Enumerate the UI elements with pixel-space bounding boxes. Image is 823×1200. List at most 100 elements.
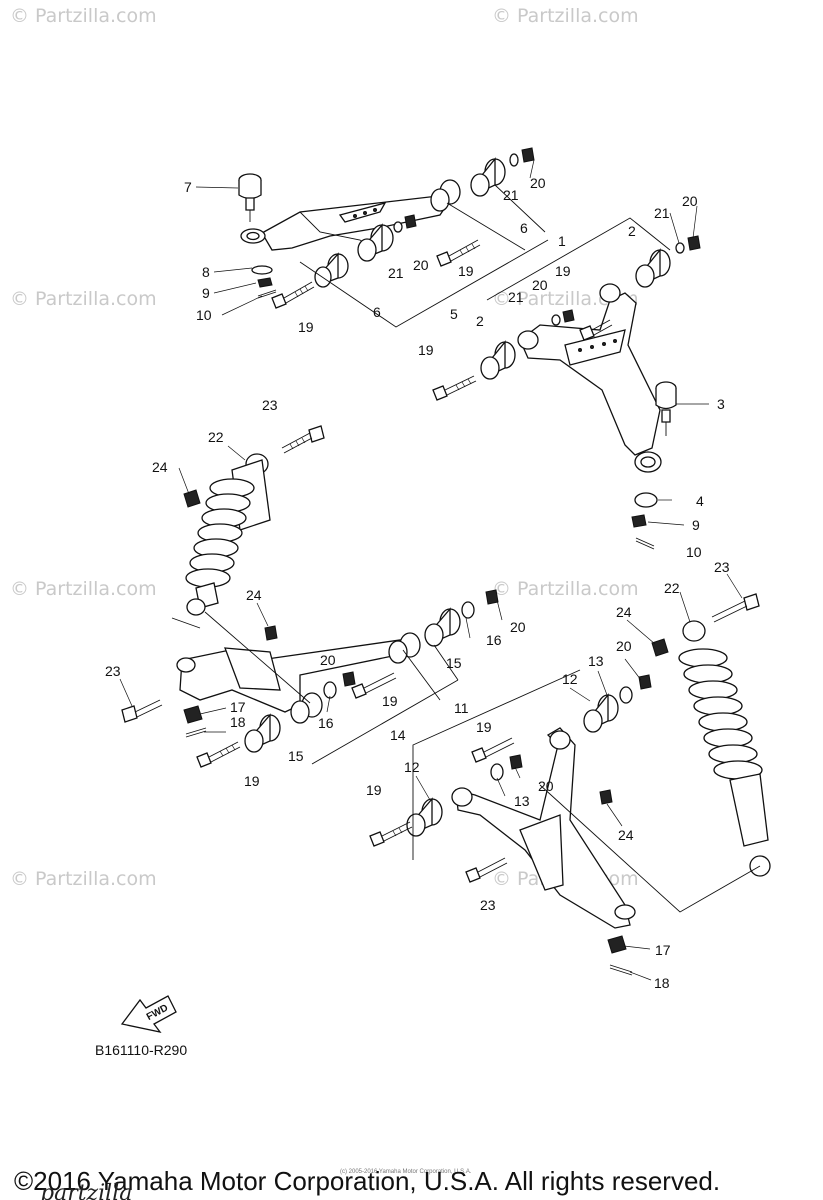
callout-20: 20 [532, 277, 548, 293]
washer [251, 265, 273, 275]
lower-arm-bracket [224, 647, 281, 691]
upper-arm-plate [564, 329, 626, 366]
arm-pivot [451, 787, 473, 807]
callout-8: 8 [202, 264, 210, 280]
watermark: © Partzilla.com [10, 868, 157, 890]
bolt [351, 672, 397, 699]
bolt [281, 425, 325, 454]
upper-left-arm-assembly [238, 147, 549, 328]
callout-6: 6 [373, 304, 381, 320]
callout-9: 9 [692, 517, 700, 533]
right-shock-absorber [651, 593, 771, 877]
upper-arm-body [261, 195, 449, 251]
bushing [430, 179, 461, 212]
bushing [244, 713, 281, 753]
arm-pivot [549, 730, 571, 750]
bushing [470, 157, 506, 197]
group-bracket [412, 669, 761, 913]
lower-arm-plate [519, 814, 564, 891]
shock-spring [678, 648, 763, 780]
callout-16: 16 [318, 715, 334, 731]
callout-20: 20 [320, 652, 336, 668]
callout-22: 22 [664, 580, 680, 596]
bolt [369, 821, 413, 847]
group-bracket [311, 644, 459, 765]
bolt [271, 281, 315, 309]
bushing [388, 632, 421, 664]
watermark: © Partzilla.com [492, 5, 639, 27]
washer [551, 314, 561, 326]
upper-arm-plate [338, 201, 387, 223]
callout-22: 22 [208, 429, 224, 445]
callout-20: 20 [616, 638, 632, 654]
castle-nut [183, 705, 203, 724]
callout-24: 24 [152, 459, 168, 475]
fine-print: (c) 2005-2016 Yamaha Motor Corporation, … [340, 1169, 472, 1175]
lower-arm-body [179, 639, 414, 713]
bushing [314, 252, 349, 288]
callout-10: 10 [196, 307, 212, 323]
callout-15: 15 [288, 748, 304, 764]
bolt [436, 239, 481, 267]
washer [490, 763, 504, 781]
cotter-pin [609, 964, 633, 976]
callout-19: 19 [382, 693, 398, 709]
callout-12: 12 [404, 759, 420, 775]
upper-right-arm-assembly [432, 217, 701, 550]
nut [404, 214, 417, 229]
callout-18: 18 [230, 714, 246, 730]
callout-11: 11 [454, 700, 469, 716]
callout-2: 2 [476, 313, 484, 329]
callout-24: 24 [616, 604, 632, 620]
bushing [480, 340, 516, 380]
bolt [579, 319, 613, 341]
callout-19: 19 [555, 263, 571, 279]
washer [509, 153, 519, 167]
bolt [432, 375, 477, 401]
shock-top-eye [682, 620, 706, 642]
nut [342, 671, 356, 687]
callout-17: 17 [655, 942, 671, 958]
callout-23: 23 [480, 897, 496, 913]
washer [393, 221, 403, 233]
shock-spring [185, 478, 255, 588]
arm-pivot [599, 283, 621, 303]
callout-3: 3 [717, 396, 725, 412]
callout-20: 20 [538, 778, 554, 794]
bushing [635, 248, 671, 288]
nut [183, 489, 201, 508]
washer [461, 601, 475, 619]
castle-nut [631, 514, 647, 528]
callout-21: 21 [503, 187, 519, 203]
nut [264, 625, 278, 641]
callout-12: 12 [562, 671, 578, 687]
lower-right-arm-assembly [369, 669, 761, 976]
watermark: © Partzilla.com [10, 578, 157, 600]
fwd-arrow-icon: FWD [120, 995, 177, 1033]
washer [323, 681, 337, 699]
callout-23: 23 [714, 559, 730, 575]
arm-pivot [517, 330, 539, 350]
bushing [424, 607, 461, 647]
shock-bottom-eye [186, 598, 206, 616]
callout-21: 21 [388, 265, 404, 281]
castle-nut [257, 277, 273, 288]
callout-10: 10 [686, 544, 702, 560]
callout-19: 19 [476, 719, 492, 735]
bolt [196, 741, 241, 768]
washer [675, 242, 685, 254]
arm-eye [614, 904, 636, 920]
callout-23: 23 [262, 397, 278, 413]
callout-7: 7 [184, 179, 192, 195]
watermark: © Partzilla.com [10, 5, 157, 27]
watermark: © Partzilla.com [10, 288, 157, 310]
castle-nut [607, 935, 627, 954]
upper-arm-body [519, 292, 661, 456]
callout-17: 17 [230, 699, 246, 715]
nut [521, 147, 535, 163]
callout-15: 15 [446, 655, 462, 671]
bolt [711, 593, 760, 623]
left-shock-absorber [183, 425, 325, 616]
diagram-code: B161110-R290 [95, 1042, 187, 1058]
watermark: © Partzilla.com [492, 578, 639, 600]
